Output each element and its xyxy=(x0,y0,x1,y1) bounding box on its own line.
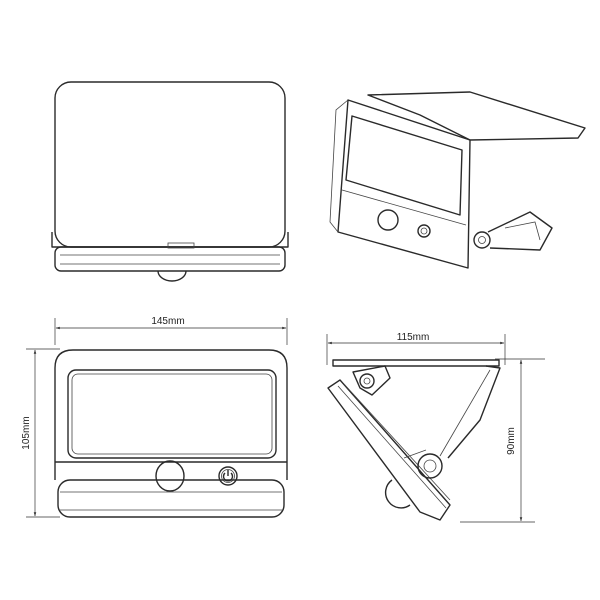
width-label: 145mm xyxy=(151,316,184,327)
sensor-icon xyxy=(157,270,187,282)
side-height-label: 90mm xyxy=(506,427,517,455)
front-view: 145mm 105mm xyxy=(21,316,288,518)
top-view-panel-open xyxy=(51,81,289,282)
power-icon[interactable] xyxy=(218,466,238,486)
sensor-icon xyxy=(155,460,185,492)
sensor-icon xyxy=(384,479,411,509)
height-label: 105mm xyxy=(21,416,32,449)
side-view: 115mm 90mm xyxy=(326,332,545,523)
power-icon xyxy=(417,224,431,238)
perspective-view xyxy=(329,91,586,269)
depth-label: 115mm xyxy=(397,332,430,343)
sensor-icon xyxy=(377,209,399,231)
